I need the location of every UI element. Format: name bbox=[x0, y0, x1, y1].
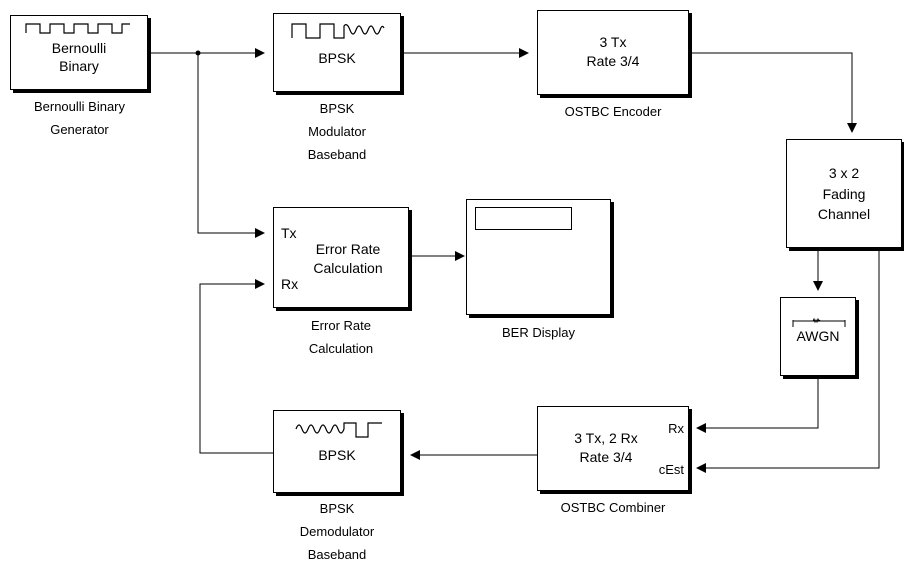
caption-line: Baseband bbox=[307, 547, 367, 562]
block-caption: BPSK Demodulator Baseband bbox=[283, 497, 391, 566]
caption-line: Generator bbox=[50, 122, 109, 137]
block-text-line: Calculation bbox=[313, 260, 383, 276]
line-gen-to-err-tx bbox=[197, 53, 265, 238]
block-text-line: 3 Tx bbox=[599, 34, 627, 50]
caption-line: Modulator bbox=[308, 124, 366, 139]
block-caption: OSTBC Combiner bbox=[560, 500, 666, 515]
block-caption: Error Rate Calculation bbox=[273, 314, 409, 360]
ostbc-encoder-block[interactable]: 3 Tx Rate 3/4 bbox=[537, 10, 689, 95]
rx-port-label: Rx bbox=[281, 276, 299, 292]
block-caption: Bernoulli Binary Generator bbox=[2, 95, 157, 141]
cest-port-label: cEst bbox=[658, 462, 684, 477]
line-enc-to-fading bbox=[690, 52, 857, 133]
block-text-line: BPSK bbox=[318, 50, 356, 66]
modulated-waveform-icon bbox=[291, 23, 385, 39]
pulse-waveform-icon bbox=[25, 23, 130, 34]
block-text-line: Binary bbox=[59, 58, 99, 74]
error-rate-calculation-block[interactable]: Tx Rx Error Rate Calculation bbox=[273, 207, 409, 308]
block-text-line: BPSK bbox=[318, 447, 356, 463]
fading-channel-block[interactable]: 3 x 2 Fading Channel bbox=[786, 139, 902, 248]
demodulated-waveform-icon bbox=[295, 422, 382, 438]
caption-line: Calculation bbox=[308, 341, 374, 356]
line-fading-to-comb-cest bbox=[696, 249, 880, 473]
noise-icon bbox=[792, 317, 846, 327]
bernoulli-binary-generator-block[interactable]: Bernoulli Binary bbox=[10, 15, 148, 90]
rx-port-label: Rx bbox=[668, 421, 684, 436]
block-caption: OSTBC Encoder bbox=[564, 104, 662, 119]
caption-line: Bernoulli Binary bbox=[33, 99, 126, 114]
block-caption: BER Display bbox=[502, 325, 575, 340]
line-awgn-to-comb-rx bbox=[696, 377, 819, 433]
block-text-line: 3 x 2 bbox=[828, 165, 860, 181]
block-caption: BPSK Modulator Baseband bbox=[283, 97, 391, 166]
branch-point bbox=[195, 50, 201, 56]
block-text-line: Bernoulli bbox=[51, 40, 107, 56]
block-text-line: Channel bbox=[817, 206, 871, 222]
block-text-line: 3 Tx, 2 Rx bbox=[574, 430, 638, 446]
awgn-channel-block[interactable]: AWGN bbox=[780, 297, 856, 376]
block-text-line: Rate 3/4 bbox=[579, 449, 633, 465]
ber-display-block[interactable] bbox=[466, 199, 611, 315]
block-text-line: Rate 3/4 bbox=[586, 53, 640, 69]
block-text-line: Fading bbox=[822, 186, 866, 202]
block-text-line: Error Rate bbox=[315, 241, 381, 257]
bpsk-modulator-block[interactable]: BPSK bbox=[273, 13, 401, 92]
line-demod-to-err-rx bbox=[199, 279, 273, 454]
caption-line: Demodulator bbox=[299, 524, 375, 539]
tx-port-label: Tx bbox=[281, 225, 297, 241]
caption-line: Error Rate bbox=[311, 318, 371, 333]
display-screen bbox=[475, 207, 572, 230]
caption-line: BPSK bbox=[319, 101, 355, 116]
block-text-line: AWGN bbox=[796, 328, 840, 344]
caption-line: BPSK bbox=[319, 501, 355, 516]
caption-line: Baseband bbox=[307, 147, 367, 162]
bpsk-demodulator-block[interactable]: BPSK bbox=[273, 410, 401, 493]
ostbc-combiner-block[interactable]: Rx cEst 3 Tx, 2 Rx Rate 3/4 bbox=[537, 406, 689, 491]
